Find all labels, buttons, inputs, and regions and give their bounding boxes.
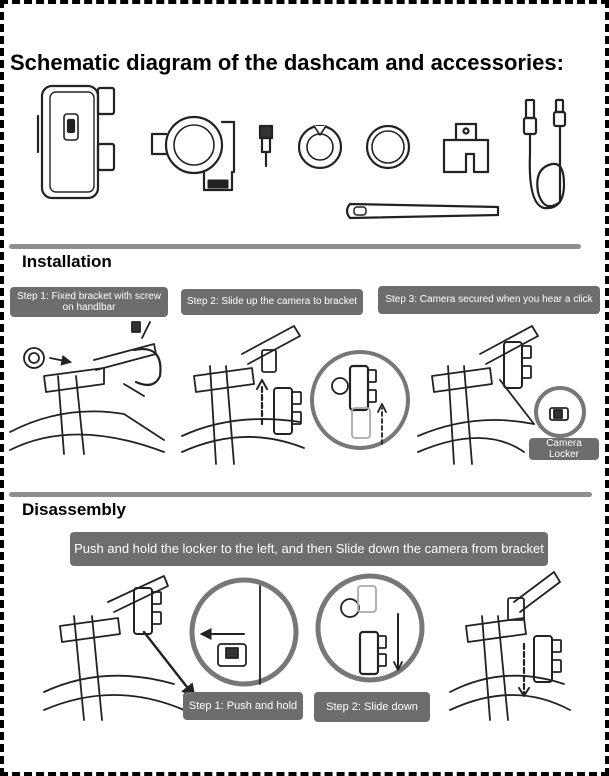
bike-handlebar-step3-icon <box>417 325 586 465</box>
bike-handlebar-step2-icon <box>181 325 305 465</box>
install-step-3-label: Step 3: Camera secured when you hear a c… <box>378 286 600 314</box>
disassembly-illustration <box>43 571 571 721</box>
bike-handlebar-step1-icon <box>9 321 165 455</box>
zoom-slide-up-icon <box>310 350 410 450</box>
bike-handlebar-disassembly-icon <box>43 575 196 721</box>
installation-divider <box>9 244 581 249</box>
disassembly-instruction: Push and hold the locker to the left, an… <box>70 532 548 566</box>
disassembly-step-1-label: Step 1: Push and hold <box>183 692 303 720</box>
screw-icon <box>258 124 274 168</box>
usb-cable-icon <box>522 98 567 210</box>
velcro-strap-icon <box>345 202 500 220</box>
zoom-push-locker-icon <box>189 577 299 687</box>
installation-heading: Installation <box>22 252 112 271</box>
install-step-1-label: Step 1: Fixed bracket with screw on hand… <box>10 287 168 317</box>
mount-adapter-icon <box>442 122 490 174</box>
zoom-slide-down-icon <box>315 573 425 683</box>
page-title: Schematic diagram of the dashcam and acc… <box>10 50 564 75</box>
dashcam-icon <box>36 84 116 200</box>
disassembly-divider <box>9 492 592 497</box>
install-step-2-label: Step 2: Slide up the camera to bracket <box>181 289 363 315</box>
disassembly-step-2-label: Step 2: Slide down <box>314 692 430 722</box>
disassembly-heading: Disassembly <box>22 500 126 519</box>
accessories-illustration <box>36 84 567 220</box>
installation-illustration <box>9 321 586 465</box>
rubber-ring-icon <box>365 124 411 170</box>
spacer-ring-icon <box>297 124 343 170</box>
handlebar-bracket-icon <box>150 115 236 192</box>
camera-locker-callout: Camera Locker <box>529 438 599 460</box>
bike-handlebar-removed-icon <box>449 571 571 721</box>
